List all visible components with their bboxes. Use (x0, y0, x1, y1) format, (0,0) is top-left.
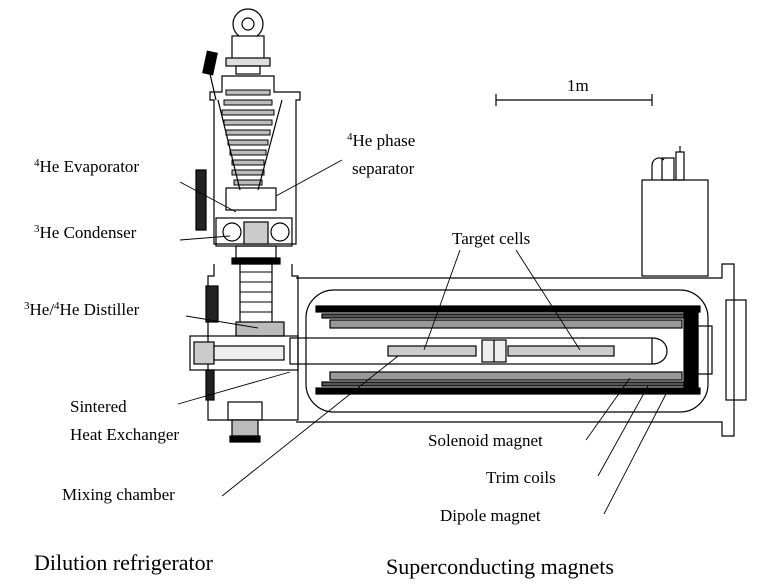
he4-phase-separator-label-2: separator (352, 159, 415, 178)
solenoid-magnet-label: Solenoid magnet (428, 431, 543, 450)
superconducting-magnet-drawing (289, 146, 747, 437)
sintered-label-1: Sintered (70, 397, 127, 416)
caption-dilution-refrigerator: Dilution refrigerator (34, 550, 214, 575)
sintered-label-2: Heat Exchanger (70, 425, 179, 444)
trim-coils-label: Trim coils (486, 468, 556, 487)
dilution-refrigerator-drawing (189, 8, 301, 443)
scale-bar (495, 94, 653, 106)
dipole-magnet-label: Dipole magnet (440, 506, 541, 525)
distiller-label: 3He/4He Distiller (24, 300, 140, 319)
he4-evaporator-label: 4He Evaporator (34, 157, 139, 176)
he4-phase-separator-label: 4He phase (347, 131, 415, 150)
mixing-chamber-label: Mixing chamber (62, 485, 175, 504)
target-cells-label: Target cells (452, 229, 530, 248)
he3-condenser-label: 3He Condenser (34, 223, 137, 242)
scale-bar-label: 1m (567, 76, 589, 95)
caption-superconducting-magnets: Superconducting magnets (386, 554, 614, 579)
leader-lines (177, 159, 667, 515)
